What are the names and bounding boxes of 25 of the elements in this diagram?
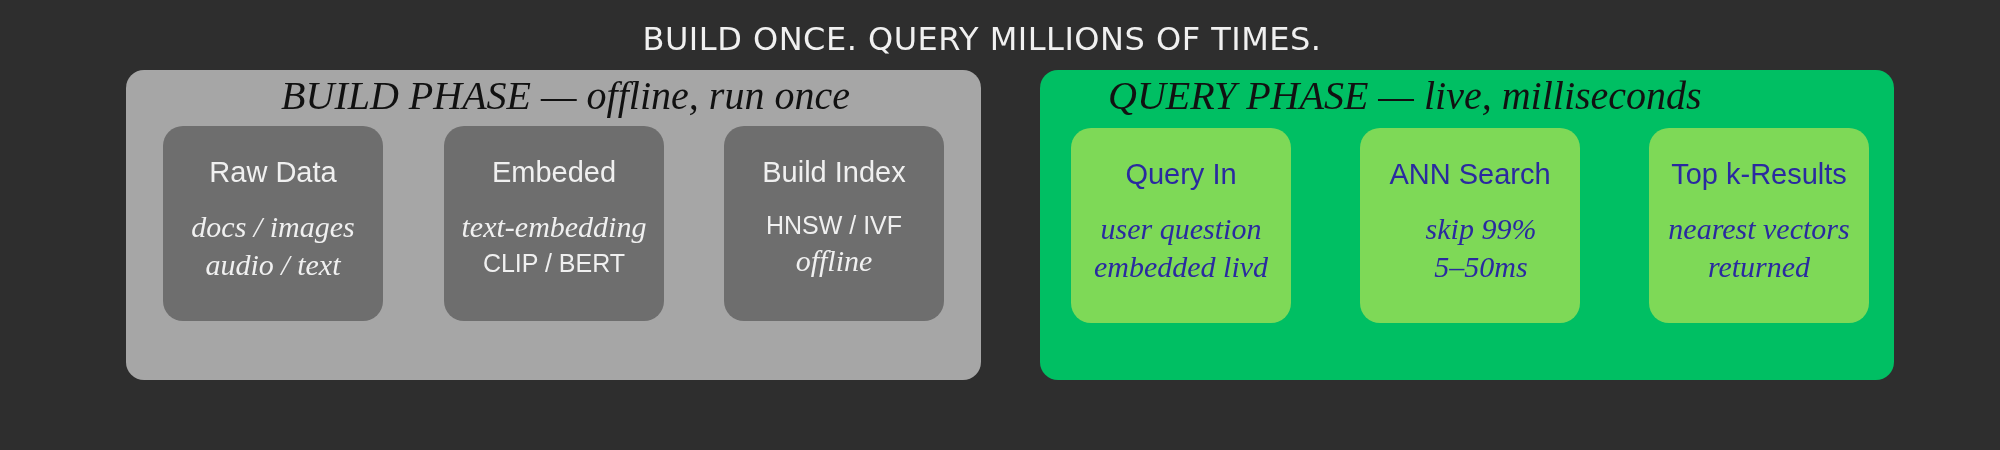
card-title: Query In [1125,157,1237,192]
card-title: Top k-Results [1671,157,1847,192]
step-card [1360,128,1580,323]
card-note: user question embedded livd [1092,211,1270,285]
card-title: Raw Data [209,155,337,190]
diagram-title: BUILD ONCE. QUERY MILLIONS OF TIMES. [642,19,1322,59]
card-note: skip 99% 5–50ms [1424,211,1538,285]
card-title: Build Index [762,155,906,190]
card-note: nearest vectors returned [1667,211,1851,285]
step-card [724,126,944,321]
card-title: ANN Search [1389,157,1551,192]
card-title: Embeded [491,155,617,190]
step-card [163,126,383,321]
phase-panel [126,70,981,380]
card-note: docs / images audio / text [190,209,356,283]
step-card [1649,128,1869,323]
phase-panel [1040,70,1894,380]
step-card [1071,128,1291,323]
card-note: text-embedding [460,209,648,245]
card-subtitle: CLIP / BERT [481,248,627,279]
panel-heading: BUILD PHASE — offline, run once [281,74,850,118]
panel-heading: QUERY PHASE — live, milliseconds [1108,74,1702,118]
step-card [444,126,664,321]
card-note: offline [794,243,874,279]
card-subtitle: HNSW / IVF [764,210,904,241]
